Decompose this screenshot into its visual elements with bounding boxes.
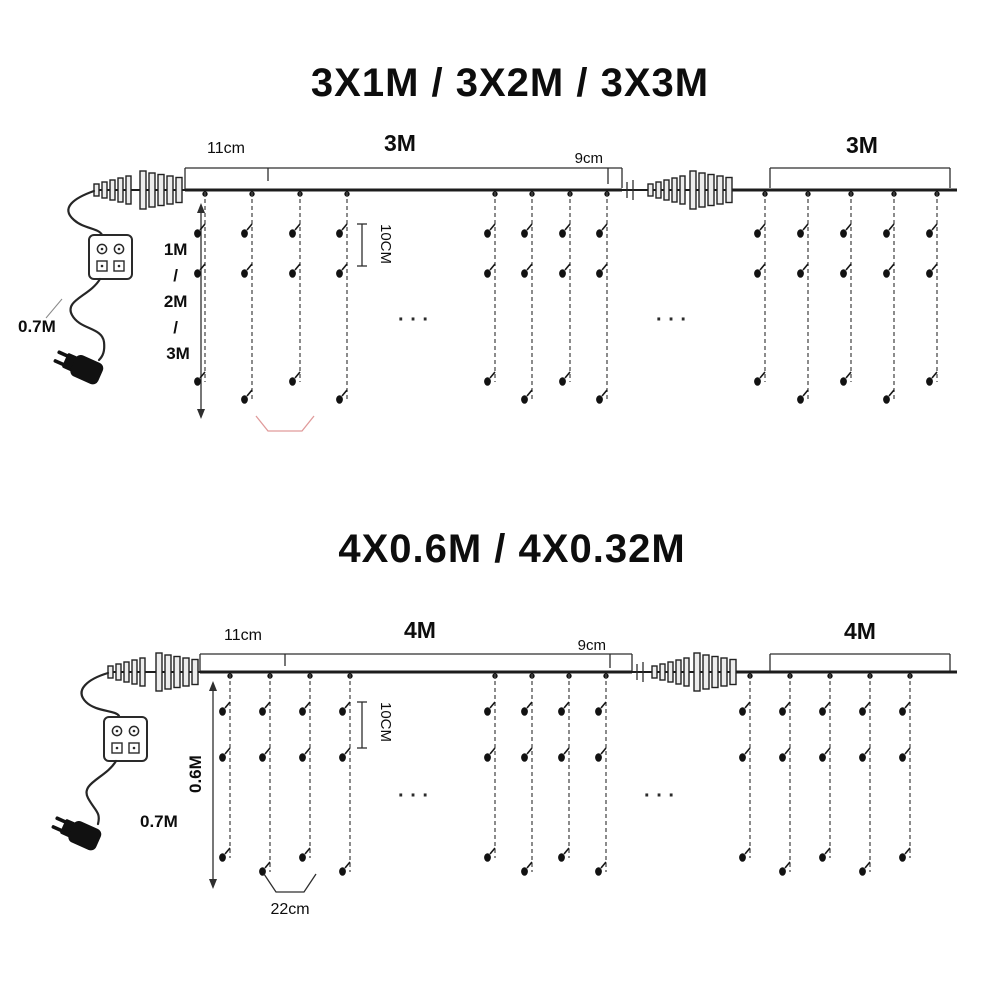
label-bulb-spacing-top: 10CM <box>377 224 394 264</box>
light-drop <box>859 673 873 876</box>
power-plug <box>49 811 104 853</box>
dimension-drop-length-top: 1M / 2M / 3M <box>164 203 205 419</box>
top-diagram: 11cm 3M 9cm 3M 1M / 2M / 3M <box>18 130 957 432</box>
label-span1-top: 3M <box>384 130 416 156</box>
light-drop <box>521 191 535 403</box>
light-drop <box>484 673 498 862</box>
controller-box <box>103 716 148 762</box>
dimension-bulb-spacing-top: 10CM <box>357 223 394 267</box>
light-drop <box>339 673 353 876</box>
light-drop <box>289 191 303 385</box>
controller-box <box>88 234 133 280</box>
connector-plug <box>93 175 132 205</box>
light-drops-top <box>194 191 940 403</box>
connector-plug <box>107 657 146 687</box>
continuation-dots: · · · <box>398 785 429 807</box>
light-drop <box>558 673 572 862</box>
label-span2-bottom: 4M <box>844 618 876 644</box>
light-drop <box>754 191 768 385</box>
label-endgap-bottom: 9cm <box>578 637 606 654</box>
continuation-dots: · · · <box>656 309 687 331</box>
light-drop <box>840 191 854 385</box>
light-drop <box>259 673 273 876</box>
diagram-title-top: 3X1M / 3X2M / 3X3M <box>311 61 709 105</box>
light-drop <box>739 673 753 862</box>
continuation-dots: · · · <box>398 309 429 331</box>
light-drops-bottom <box>219 673 913 876</box>
dimension-drop-spacing-bottom: 22cm <box>263 873 317 918</box>
light-drop <box>521 673 535 876</box>
connector-socket <box>155 652 199 692</box>
label-drop-spacing: 22cm <box>270 901 309 918</box>
light-drop <box>241 191 255 403</box>
light-drop <box>883 191 897 403</box>
label-endgap-top: 9cm <box>575 150 603 167</box>
label-offset-top: 11cm <box>207 140 245 157</box>
pointer-line <box>45 298 63 319</box>
light-drop <box>219 673 233 862</box>
connector-plug <box>651 657 690 687</box>
power-cord <box>80 671 121 718</box>
label-span2-top: 3M <box>846 132 878 158</box>
dimension-span-right-bottom: 4M <box>769 618 951 671</box>
light-drop <box>559 191 573 385</box>
light-drop <box>484 191 498 385</box>
light-drop <box>595 673 609 876</box>
continuation-dots: · · · <box>644 785 675 807</box>
label-bulb-spacing-bottom: 10CM <box>377 702 394 742</box>
bottom-diagram: 11cm 4M 9cm 4M 0.6M 10CM <box>49 617 957 918</box>
connector-socket <box>693 652 737 692</box>
dimension-span-left-bottom: 11cm 4M 9cm <box>199 617 633 671</box>
light-drop <box>779 673 793 876</box>
dimension-drop-length-bottom: 0.6M <box>186 681 217 889</box>
power-plug <box>51 345 106 387</box>
connector-socket <box>139 170 183 210</box>
diagram-title-bottom: 4X0.6M / 4X0.32M <box>338 527 685 571</box>
spacing-bracket <box>255 415 315 432</box>
light-drop <box>797 191 811 403</box>
connector-socket <box>689 170 733 210</box>
label-lead-length-top: 0.7M <box>18 317 56 336</box>
light-drop <box>819 673 833 862</box>
label-span1-bottom: 4M <box>404 617 436 643</box>
label-lead-length-bottom: 0.7M <box>140 812 178 831</box>
dimension-span-right-top: 3M <box>769 132 951 188</box>
power-cord <box>69 277 106 362</box>
light-drop <box>299 673 313 862</box>
light-drop <box>899 673 913 862</box>
dimension-bulb-spacing-bottom: 10CM <box>357 701 394 749</box>
power-cord <box>67 189 104 237</box>
power-cord <box>85 759 118 826</box>
light-drop <box>926 191 940 385</box>
light-drop <box>336 191 350 403</box>
label-drop-length-top: 1M / 2M / 3M <box>164 240 192 363</box>
light-drop <box>596 191 610 403</box>
dimension-span-left-top: 11cm 3M 9cm <box>184 130 623 189</box>
connector-plug <box>647 175 686 205</box>
label-drop-length-bottom: 0.6M <box>186 755 205 793</box>
label-offset-bottom: 11cm <box>224 627 262 644</box>
